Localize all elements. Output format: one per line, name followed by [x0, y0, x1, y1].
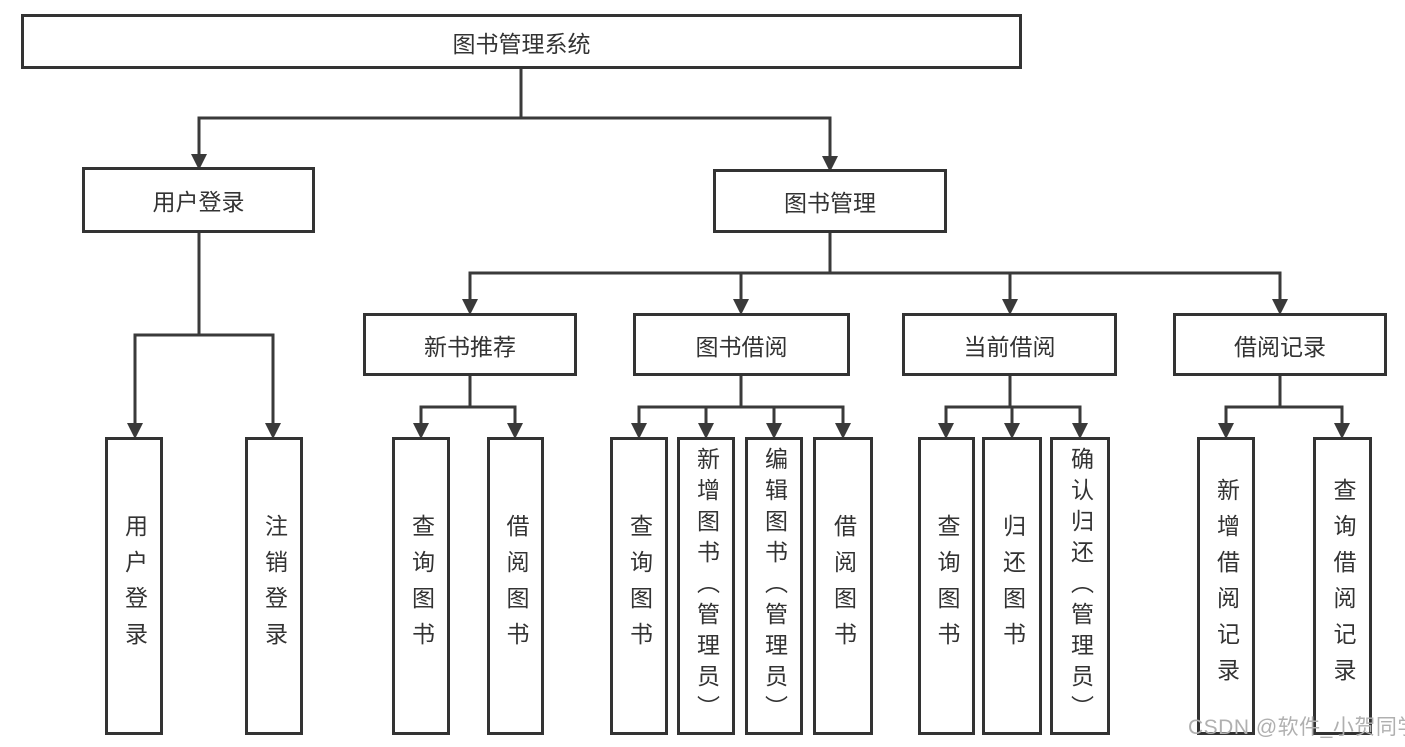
node-library-management-system: 图书管理系统	[21, 14, 1022, 69]
leaf-label: 用户登录	[121, 514, 148, 658]
leaf-label: 编辑图书（管理员）	[761, 446, 788, 726]
leaf-label: 借阅图书	[503, 514, 529, 658]
leaf-user-login: 用户登录	[105, 437, 163, 735]
leaf-label: 新增图书（管理员）	[693, 446, 720, 726]
leaf-query-book-current: 查询图书	[918, 437, 975, 735]
watermark: CSDN @软件_小贺同学	[1188, 716, 1405, 739]
leaf-label: 查询图书	[408, 514, 435, 658]
node-book-borrowing: 图书借阅	[633, 313, 850, 376]
leaf-add-borrow-record: 新增借阅记录	[1197, 437, 1255, 735]
leaf-edit-book-admin: 编辑图书（管理员）	[745, 437, 803, 735]
leaf-add-book-admin: 新增图书（管理员）	[677, 437, 735, 735]
leaf-label: 查询图书	[934, 514, 960, 658]
leaf-label: 确认归还（管理员）	[1067, 446, 1094, 726]
leaf-confirm-return-admin: 确认归还（管理员）	[1050, 437, 1110, 735]
node-borrow-records: 借阅记录	[1173, 313, 1387, 376]
leaf-label: 注销登录	[261, 514, 288, 658]
leaf-label: 借阅图书	[830, 514, 857, 658]
node-current-borrowing: 当前借阅	[902, 313, 1117, 376]
node-label: 用户登录	[152, 189, 245, 215]
leaf-label: 查询图书	[626, 514, 653, 658]
node-label: 图书管理系统	[452, 30, 591, 57]
leaf-borrow-book-recommend: 借阅图书	[487, 437, 544, 735]
node-label: 图书管理	[784, 190, 876, 216]
leaf-return-book: 归还图书	[982, 437, 1042, 735]
node-label: 图书借阅	[695, 333, 788, 360]
leaf-label: 新增借阅记录	[1213, 478, 1240, 694]
node-book-management: 图书管理	[713, 169, 947, 233]
leaf-label: 查询借阅记录	[1330, 478, 1356, 694]
node-label: 借阅记录	[1234, 333, 1326, 360]
leaf-label: 归还图书	[999, 514, 1026, 658]
leaf-query-book-recommend: 查询图书	[392, 437, 450, 735]
node-label: 新书推荐	[424, 333, 516, 360]
node-new-book-recommend: 新书推荐	[363, 313, 577, 376]
node-label: 当前借阅	[963, 333, 1056, 360]
leaf-logout: 注销登录	[245, 437, 303, 735]
node-user-login: 用户登录	[82, 167, 315, 233]
leaf-borrow-book: 借阅图书	[813, 437, 873, 735]
leaf-query-book-borrowing: 查询图书	[610, 437, 668, 735]
leaf-query-borrow-record: 查询借阅记录	[1313, 437, 1372, 735]
